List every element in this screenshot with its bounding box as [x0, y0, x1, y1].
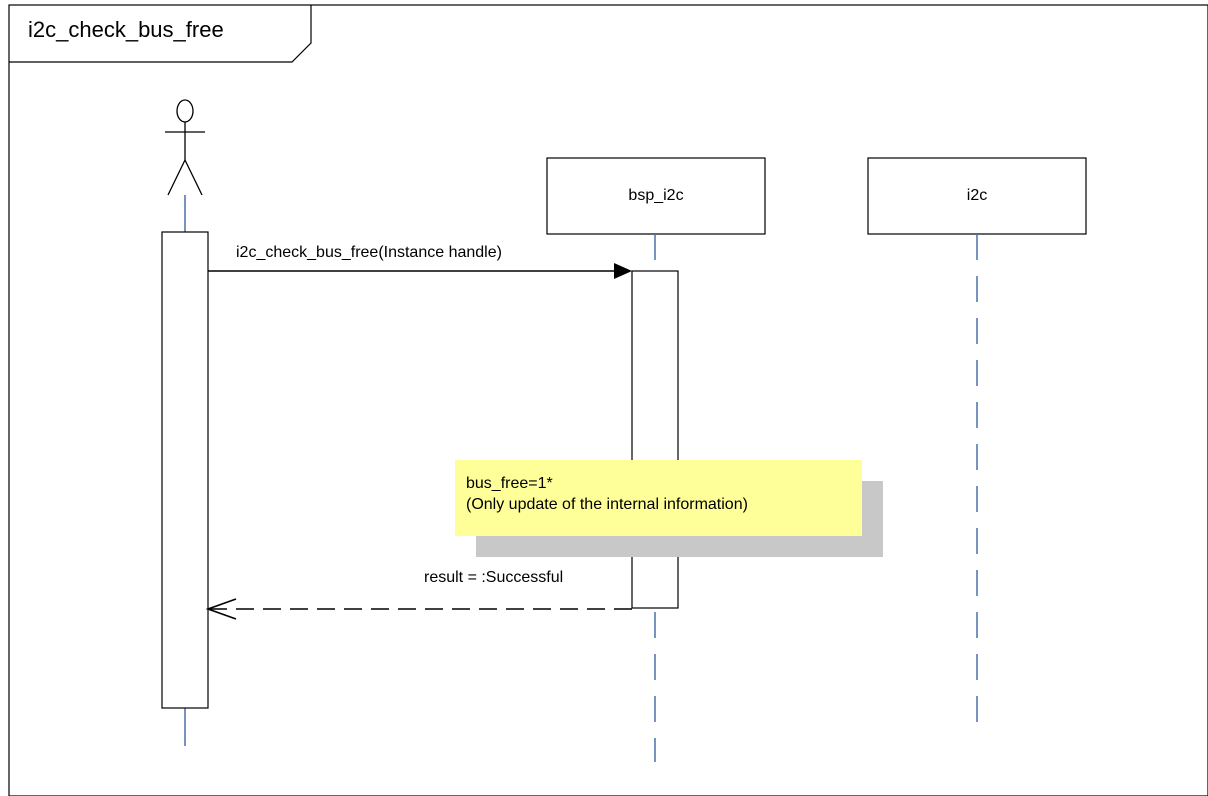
note-line-1: bus_free=1*	[466, 475, 553, 492]
call-arrowhead	[614, 263, 632, 279]
i2c-lifeline-label: i2c	[966, 187, 988, 204]
actor-activation-bar	[161, 231, 209, 709]
bsp_i2c-lifeline-label: bsp_i2c	[628, 187, 684, 204]
return-message-label: result = :Successful	[424, 569, 564, 586]
bsp_i2c-lifeline-head	[546, 157, 766, 235]
note-text: bus_free=1* (Only update of the internal…	[466, 473, 748, 515]
diagram-title: i2c_check_bus_free	[28, 17, 224, 42]
note-box	[455, 460, 862, 536]
return-arrowhead	[205, 598, 237, 620]
bsp_i2c-activation-bar	[631, 270, 679, 609]
frame-title-tab	[9, 5, 312, 63]
call-message-label: i2c_check_bus_free(Instance handle)	[236, 244, 502, 261]
note-line-2: (Only update of the internal information…	[466, 496, 748, 513]
i2c-lifeline-head	[867, 157, 1087, 235]
actor-icon	[165, 99, 205, 196]
diagram-frame	[8, 4, 1208, 796]
